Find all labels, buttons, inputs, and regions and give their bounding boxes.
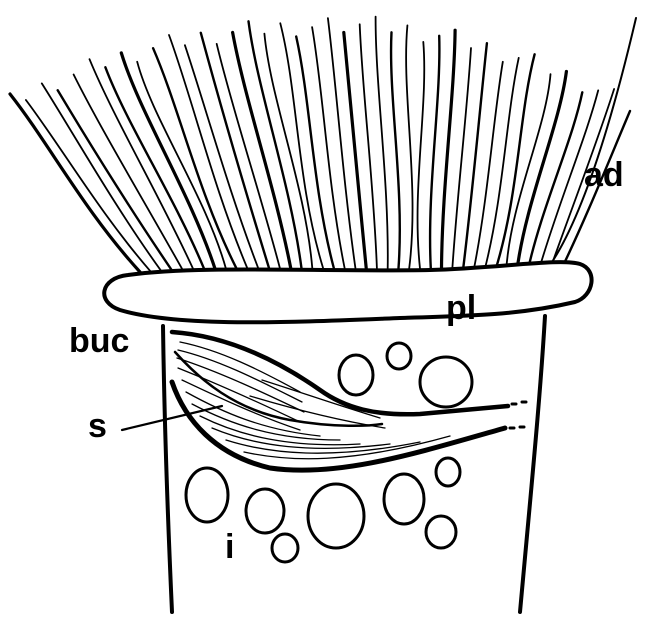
- cilium: [74, 75, 184, 271]
- cilium: [442, 30, 456, 269]
- cilium: [548, 18, 636, 268]
- peristome-lip: [104, 262, 591, 322]
- cilium: [169, 35, 248, 269]
- label-s: s: [88, 409, 107, 443]
- body-wall-right: [520, 316, 545, 612]
- cilium: [328, 18, 356, 268]
- cilium: [90, 59, 194, 270]
- cilium: [153, 48, 237, 269]
- label-ad: ad: [584, 158, 624, 192]
- cilia-fan: [10, 17, 636, 272]
- label-pl: pl: [446, 291, 476, 325]
- cilium: [406, 25, 412, 268]
- cilium: [506, 74, 550, 270]
- cilium: [463, 43, 487, 269]
- body-wall-left: [163, 326, 172, 612]
- cilium: [391, 32, 400, 268]
- cilium: [201, 33, 269, 269]
- cilium: [474, 62, 503, 270]
- cilium: [430, 36, 439, 269]
- label-i: i: [225, 530, 234, 564]
- leader-line-s: [122, 406, 222, 430]
- cilium: [233, 32, 291, 268]
- cilium: [495, 54, 534, 270]
- cilium: [418, 42, 425, 269]
- cilium: [249, 21, 302, 268]
- buccal-cavity: [172, 332, 526, 470]
- label-buc: buc: [69, 324, 129, 358]
- cilium: [376, 17, 388, 269]
- cilium: [312, 27, 345, 268]
- cilium: [217, 44, 280, 269]
